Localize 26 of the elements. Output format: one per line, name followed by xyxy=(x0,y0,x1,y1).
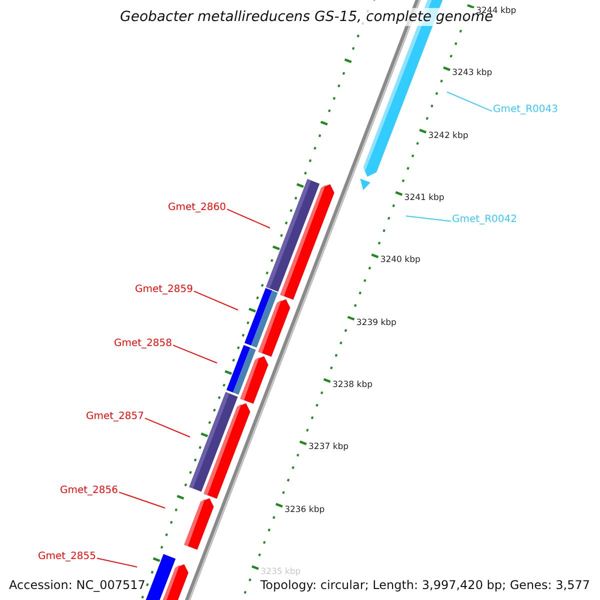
gene-label: Gmet_R0042 xyxy=(452,214,517,226)
gene-label: Gmet_2860 xyxy=(168,202,226,214)
gene-label: Gmet_2859 xyxy=(134,284,193,296)
leader-line xyxy=(406,216,452,222)
tick-label: 3241 kbp xyxy=(404,193,444,204)
tick-label: 3237 kbp xyxy=(308,442,349,452)
tick-label: 3238 kbp xyxy=(332,380,373,390)
leader-line xyxy=(446,92,492,112)
genome-info-text: Topology: circular; Length: 3,997,420 bp; Genes: 3,577 xyxy=(260,577,590,593)
leader-line xyxy=(172,344,218,364)
leader-line xyxy=(144,418,190,438)
gene-label: Gmet_R0043 xyxy=(493,104,558,116)
gene-label: Gmet_2857 xyxy=(86,411,144,423)
gene-label: Gmet_2855 xyxy=(38,551,96,563)
leader-line xyxy=(194,290,238,310)
gene-label: Gmet_2858 xyxy=(114,338,172,350)
leader-line xyxy=(226,208,270,228)
tick-label: 3243 kbp xyxy=(452,68,492,78)
tick-label: 3240 kbp xyxy=(380,255,420,266)
gene-label: Gmet_2856 xyxy=(60,485,118,497)
leader-line xyxy=(96,558,138,568)
tick-label: 3242 kbp xyxy=(428,130,468,141)
leader-line xyxy=(118,492,166,508)
tick-label: 3236 kbp xyxy=(284,504,325,515)
tick-label: 3239 kbp xyxy=(356,318,396,328)
genome-info-text: Accession: NC_007517 xyxy=(9,577,146,593)
